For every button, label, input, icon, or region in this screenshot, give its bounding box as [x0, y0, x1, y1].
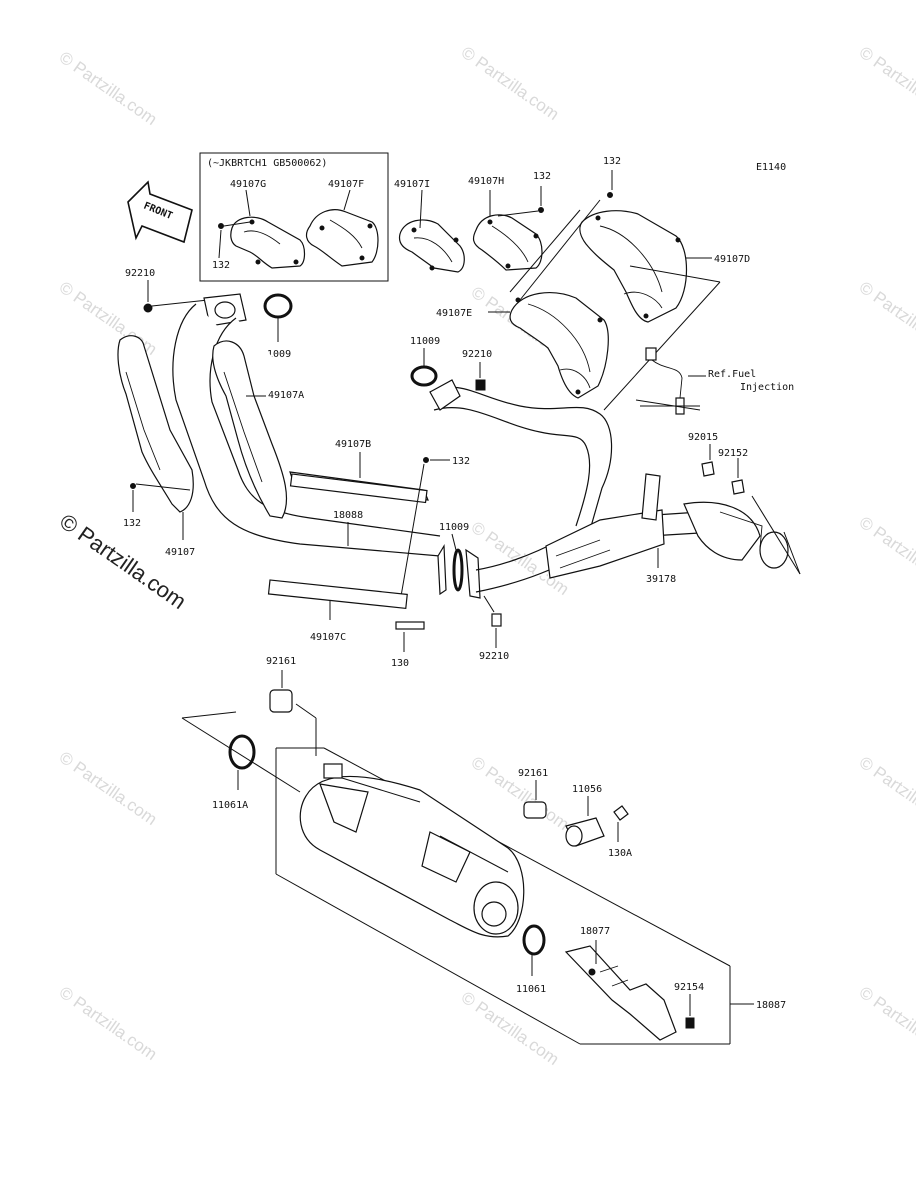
label-18088: 18088: [333, 510, 363, 521]
label-49107I: 49107I: [394, 179, 430, 190]
label-132-top: 132: [603, 156, 621, 167]
watermark: © Partzilla.com: [856, 513, 916, 594]
watermark: © Partzilla.com: [56, 983, 161, 1064]
watermark: © Partzilla.com: [56, 748, 161, 829]
mid-pipe-connection: 11009 92210: [437, 522, 509, 662]
watermark: © Partzilla.com: [856, 278, 916, 359]
header-pipes: 92210 11009 132 49107 49107A 18088: [117, 268, 441, 558]
variant-note: (~JKBRTCH1 GB500062): [207, 158, 327, 169]
diagram-code: E1140: [756, 162, 786, 173]
watermark: © Partzilla.com: [856, 753, 916, 834]
label-92210-c: 92210: [479, 651, 509, 662]
label-39178: 39178: [646, 574, 676, 585]
watermark: © Partzilla.com: [856, 43, 916, 124]
heat-shields-right: 132 49107D 49107E: [436, 156, 750, 411]
watermark: © Partzilla.com: [458, 988, 563, 1069]
oxygen-sensor: Ref.Fuel Injection: [635, 347, 794, 415]
front-arrow-icon: FRONT: [127, 180, 193, 244]
label-49107G: 49107G: [230, 179, 266, 190]
label-132-c: 132: [123, 518, 141, 529]
heat-shields-top: 49107I 49107H 132: [394, 171, 551, 273]
label-92152: 92152: [718, 448, 748, 459]
label-130A: 130A: [608, 848, 632, 859]
label-11056: 11056: [572, 784, 602, 795]
label-49107B: 49107B: [335, 439, 371, 450]
label-92210-a: 92210: [125, 268, 155, 279]
watermark: © Partzilla.com: [856, 983, 916, 1064]
label-132-d: 132: [452, 456, 470, 467]
label-49107H: 49107H: [468, 176, 504, 187]
muffler-assembly: 18087 92161 11061A 92161 11056 130A: [181, 656, 786, 1045]
label-49107C: 49107C: [310, 632, 346, 643]
label-49107A: 49107A: [268, 390, 304, 401]
label-11009-b: 11009: [410, 336, 440, 347]
label-130: 130: [391, 658, 409, 669]
label-18087: 18087: [756, 1000, 786, 1011]
watermark: © Partzilla.com: [468, 753, 573, 834]
right-header-pipe: 39178 11009 92210 92015 92152: [410, 336, 801, 593]
label-92161-a: 92161: [266, 656, 296, 667]
label-92154: 92154: [674, 982, 704, 993]
label-132-b: 132: [533, 171, 551, 182]
variant-inset-box: (~JKBRTCH1 GB500062) 49107G 49107F 132: [199, 152, 389, 282]
label-92210-b: 92210: [462, 349, 492, 360]
ref-note-line1: Ref.Fuel: [708, 369, 756, 380]
center-shields: 49107B 132 49107C 130: [267, 439, 470, 669]
label-11061: 11061: [516, 984, 546, 995]
label-11009-a: 11009: [261, 349, 291, 360]
watermark: © Partzilla.com: [56, 48, 161, 129]
label-92161-b: 92161: [518, 768, 548, 779]
ref-note-line2: Injection: [740, 382, 794, 393]
label-132: 132: [212, 260, 230, 271]
label-49107D: 49107D: [714, 254, 750, 265]
label-49107: 49107: [165, 547, 195, 558]
label-49107E: 49107E: [436, 308, 472, 319]
label-11061A: 11061A: [212, 800, 248, 811]
label-11009-c: 11009: [439, 522, 469, 533]
watermark: © Partzilla.com: [458, 43, 563, 124]
label-18077: 18077: [580, 926, 610, 937]
label-92015: 92015: [688, 432, 718, 443]
label-49107F: 49107F: [328, 179, 364, 190]
